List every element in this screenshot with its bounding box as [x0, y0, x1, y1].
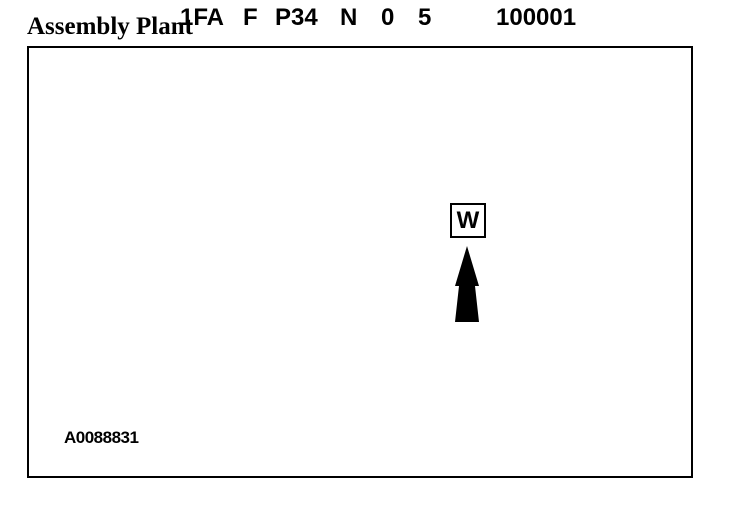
vin-segment-line-series-body: P34: [275, 4, 318, 31]
vin-segment-wmi: 1FA: [180, 4, 225, 31]
figure-id: A0088831: [64, 428, 139, 447]
diagram-frame: [27, 46, 693, 478]
vin-segment-model-year: 5: [418, 4, 432, 31]
vin-segment-engine: N: [340, 4, 358, 31]
page-title: Assembly Plant: [27, 13, 193, 40]
vin-segment-assembly-plant: W: [450, 203, 486, 238]
vin-segment-restraint: F: [243, 4, 258, 31]
up-arrow-icon: [455, 246, 479, 322]
vin-segment-serial-number: 100001: [496, 4, 577, 31]
vin-segment-check-digit: 0: [381, 4, 395, 31]
